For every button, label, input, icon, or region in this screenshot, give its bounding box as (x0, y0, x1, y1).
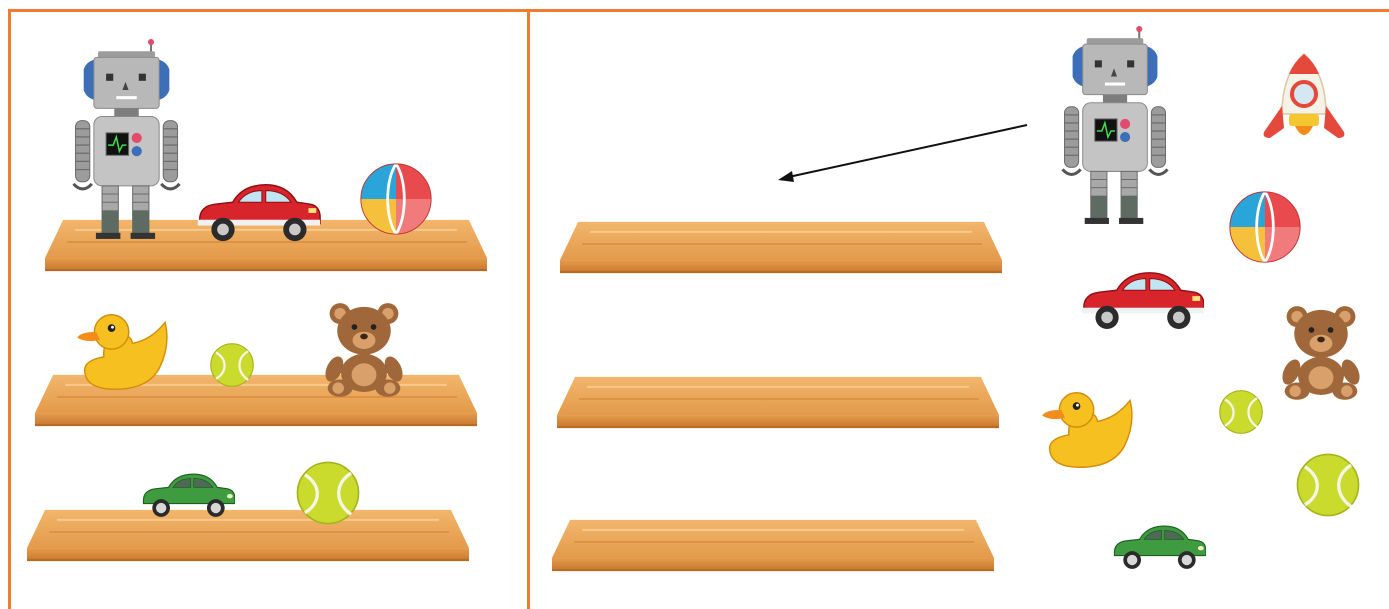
answer-panel (527, 9, 1389, 609)
red-car-icon[interactable] (1078, 265, 1204, 333)
large-tennis-ball-icon[interactable] (1295, 452, 1361, 518)
small-tennis-ball-icon[interactable] (1218, 389, 1264, 435)
empty-shelf-3[interactable] (552, 519, 994, 573)
rubber-duck-icon (75, 309, 171, 395)
empty-shelf-2[interactable] (557, 376, 999, 430)
reference-shelf-3 (27, 509, 469, 563)
teddy-bear-icon[interactable] (1278, 301, 1364, 401)
teddy-bear-icon (321, 298, 407, 398)
red-car-icon (193, 177, 321, 245)
beach-ball-icon[interactable] (1228, 190, 1302, 264)
rubber-duck-icon[interactable] (1040, 387, 1136, 473)
green-car-icon (139, 466, 235, 522)
rocket-icon[interactable] (1259, 52, 1349, 152)
arrow-icon (770, 117, 1035, 187)
reference-panel (8, 9, 530, 609)
empty-shelf-1[interactable] (560, 221, 1002, 275)
robot-icon[interactable] (1058, 26, 1170, 228)
small-tennis-ball-icon (209, 342, 255, 388)
beach-ball-icon (359, 162, 433, 236)
green-car-icon[interactable] (1110, 518, 1206, 574)
large-tennis-ball-icon (295, 460, 361, 526)
robot-icon (68, 39, 183, 243)
